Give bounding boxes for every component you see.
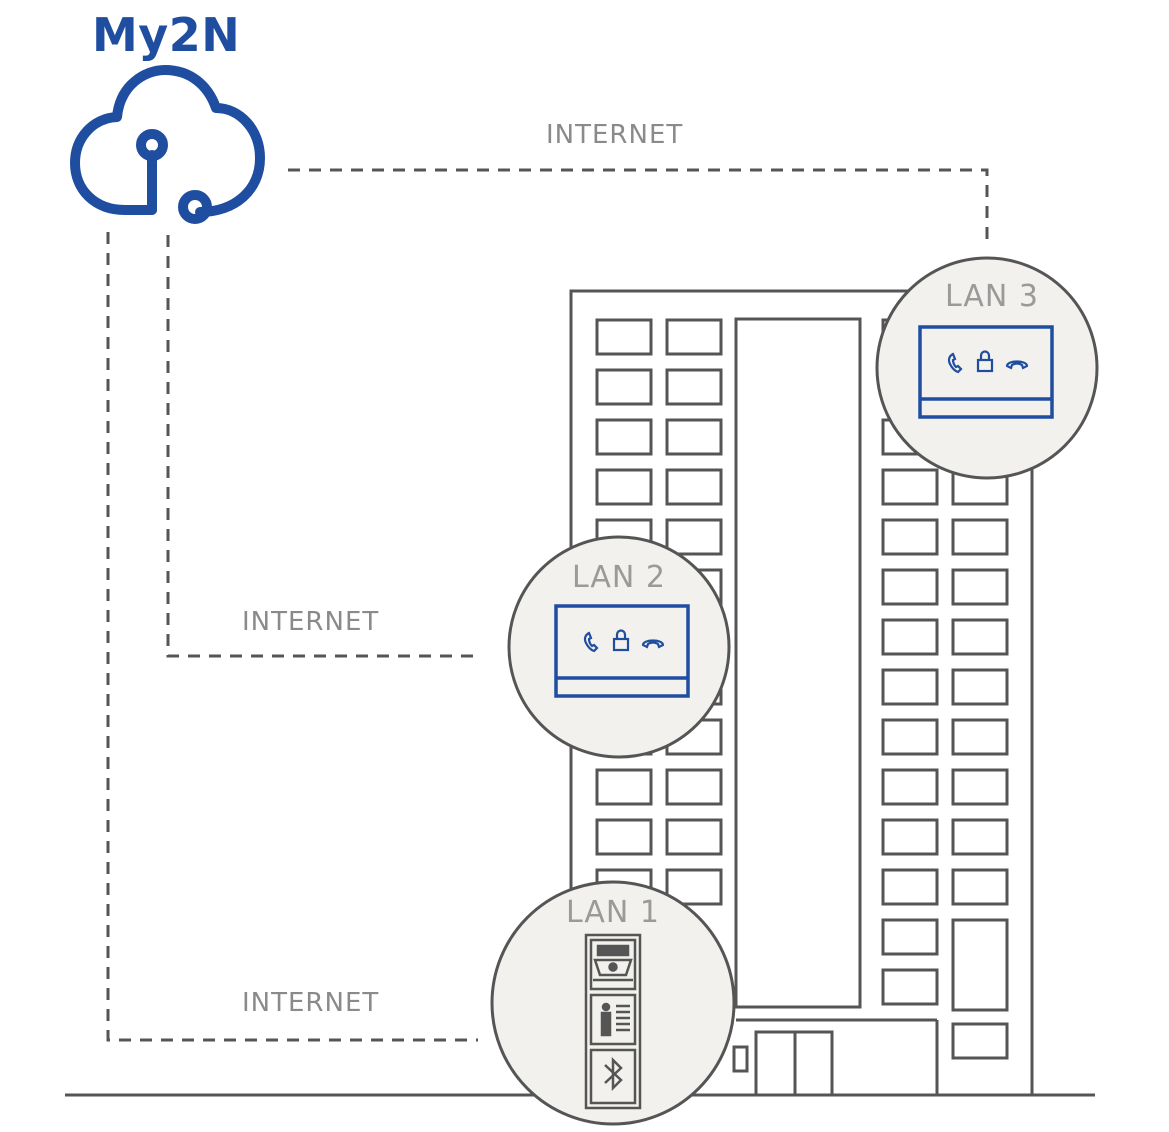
connection-lan2 bbox=[166, 235, 480, 658]
window bbox=[665, 468, 723, 506]
bluetooth-icon bbox=[589, 1048, 637, 1105]
window bbox=[881, 868, 939, 906]
lan1-bubble: LAN 1 bbox=[490, 880, 736, 1126]
lock-icon bbox=[976, 350, 994, 373]
window bbox=[881, 668, 939, 706]
phone-icon bbox=[947, 352, 963, 374]
window bbox=[595, 818, 653, 856]
window bbox=[951, 818, 1009, 856]
hangup-icon bbox=[641, 639, 665, 649]
lan2-answering-unit bbox=[554, 604, 690, 698]
window bbox=[595, 318, 653, 356]
window bbox=[951, 718, 1009, 756]
window bbox=[881, 968, 939, 1006]
lock-icon bbox=[612, 629, 630, 652]
connection-lan1 bbox=[106, 232, 478, 1042]
internet-connections bbox=[106, 168, 989, 1042]
lan1-intercom bbox=[584, 933, 642, 1110]
window bbox=[881, 818, 939, 856]
building bbox=[569, 289, 1034, 1097]
window bbox=[665, 768, 723, 806]
window bbox=[951, 568, 1009, 606]
window bbox=[595, 368, 653, 406]
window bbox=[665, 368, 723, 406]
window bbox=[665, 868, 723, 906]
window bbox=[595, 768, 653, 806]
lan3-control-icons bbox=[947, 350, 1029, 374]
lan1-label: LAN 1 bbox=[566, 895, 660, 930]
window bbox=[951, 918, 1009, 1012]
window bbox=[881, 568, 939, 606]
lan3-label: LAN 3 bbox=[945, 279, 1039, 314]
internet-label-bottom: INTERNET bbox=[242, 988, 380, 1018]
lan3-answering-unit bbox=[918, 325, 1054, 419]
window bbox=[881, 468, 939, 506]
window bbox=[951, 618, 1009, 656]
window bbox=[881, 518, 939, 556]
hangup-icon bbox=[1005, 360, 1029, 370]
phone-icon bbox=[583, 631, 599, 653]
building-windows bbox=[595, 318, 1009, 1060]
cloud-icon bbox=[70, 65, 265, 224]
window bbox=[595, 418, 653, 456]
window bbox=[665, 518, 723, 556]
brand-logo-text: My2N bbox=[92, 8, 241, 62]
window bbox=[951, 1022, 1009, 1060]
window bbox=[881, 918, 939, 956]
lan2-bubble: LAN 2 bbox=[507, 535, 731, 759]
window bbox=[881, 618, 939, 656]
lan2-label: LAN 2 bbox=[572, 560, 666, 595]
building-central-panel bbox=[734, 317, 862, 1009]
window bbox=[951, 668, 1009, 706]
keypad-module-icon bbox=[589, 993, 637, 1046]
window bbox=[665, 318, 723, 356]
camera-module-icon bbox=[589, 938, 637, 991]
window bbox=[951, 518, 1009, 556]
window bbox=[951, 768, 1009, 806]
window bbox=[881, 768, 939, 806]
window bbox=[665, 818, 723, 856]
internet-label-middle: INTERNET bbox=[242, 607, 380, 637]
window bbox=[665, 418, 723, 456]
internet-label-top: INTERNET bbox=[546, 120, 684, 150]
window bbox=[595, 468, 653, 506]
lan3-bubble: LAN 3 bbox=[875, 256, 1099, 480]
window bbox=[881, 718, 939, 756]
window bbox=[951, 868, 1009, 906]
connection-lan3 bbox=[288, 168, 989, 245]
entrance-sign bbox=[732, 1045, 749, 1073]
lan2-control-icons bbox=[583, 629, 665, 653]
